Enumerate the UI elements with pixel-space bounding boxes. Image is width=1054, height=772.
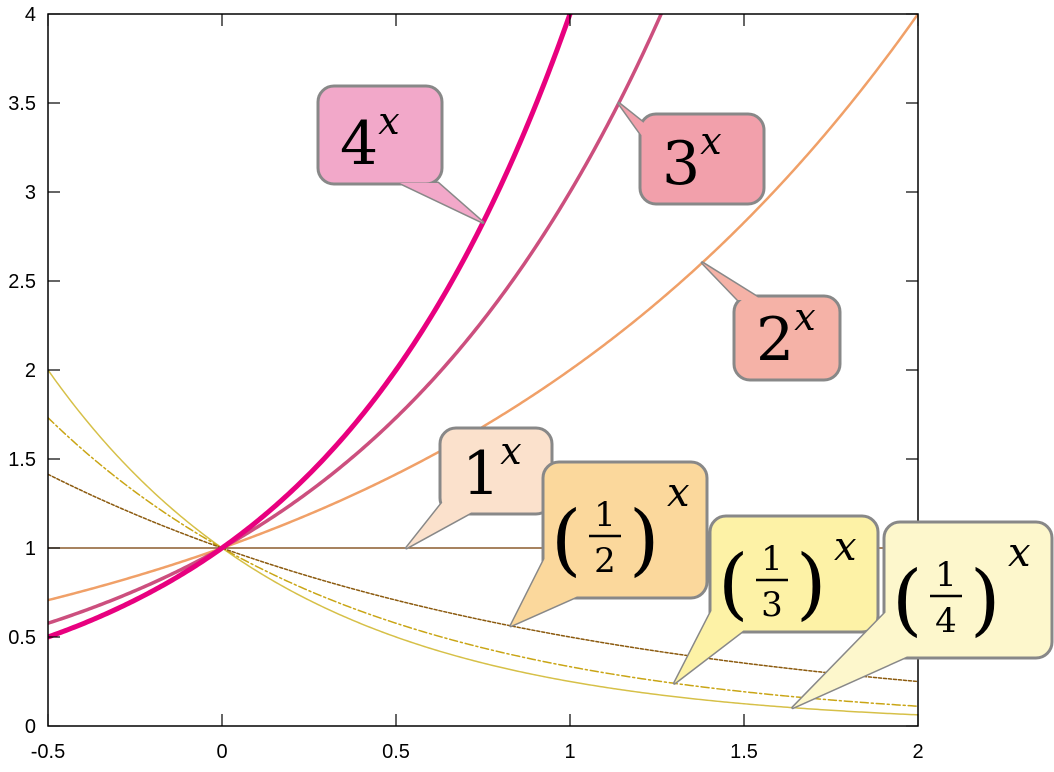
y-tick-label: 1.5	[8, 449, 36, 471]
callout-2x: 2x	[700, 261, 842, 382]
callout-third-x: (1 3)x	[672, 514, 880, 685]
y-tick-label: 1	[25, 538, 36, 560]
series-line-base-0_3333	[48, 416, 918, 707]
callout-paren-right: )	[970, 555, 1000, 645]
series-line-base-3	[48, 14, 664, 625]
x-tick-label: 1.5	[730, 741, 758, 763]
callout-3x: 3x	[617, 101, 766, 206]
callout-numerator: 1	[761, 539, 783, 579]
series-line-base-0_5	[48, 473, 918, 683]
axes: -0.5 0 0.5 1 1.5 2 0 0.5 1 1.5 2 2.5 3 3.5 4	[8, 4, 923, 763]
callout-pointer-fill	[618, 103, 662, 164]
callout-paren-left: (	[551, 495, 581, 585]
callout-box	[882, 520, 1054, 660]
callout-pointer-fill	[674, 606, 744, 684]
callout-pointer-fill	[792, 610, 908, 708]
callout-paren-left: (	[892, 555, 922, 645]
callout-exponent: x	[834, 524, 857, 570]
callout-4x: 4x	[316, 84, 485, 224]
y-tick-label: 3	[25, 182, 36, 204]
callout-numerator: 1	[935, 555, 957, 595]
callout-pointer-fill	[406, 498, 472, 548]
y-tick-label: 2	[25, 360, 36, 382]
callout-1x: 1x	[404, 426, 554, 550]
callout-label: 4x	[340, 99, 400, 179]
callout-box	[708, 514, 880, 634]
callout-pointer-fill	[702, 262, 762, 300]
x-tick-label: -0.5	[31, 741, 65, 763]
callout-label: 1x	[462, 429, 522, 509]
callout-quarter-x: (14)x	[791, 520, 1054, 710]
series-line-base-0_25	[48, 369, 918, 716]
callout-paren-right: )	[629, 495, 659, 585]
x-tick-label: 0	[216, 741, 227, 763]
x-tick-label: 2	[912, 741, 923, 763]
callout-box	[732, 294, 842, 382]
callout-pointer-fill	[510, 552, 578, 626]
callout-label: 2x	[756, 295, 816, 375]
callout-label: 3x	[662, 119, 722, 199]
callout-numerator: 1	[594, 495, 616, 535]
callout-half-x: (1 2)x	[509, 460, 709, 628]
callout-pointer-fill	[400, 183, 483, 223]
y-tick-label: 3.5	[8, 93, 36, 115]
callout-box	[638, 112, 766, 206]
y-tick-label: 2.5	[8, 271, 36, 293]
callout-paren-right: )	[796, 539, 826, 629]
y-tick-label: 4	[25, 4, 36, 26]
y-tick-label: 0.5	[8, 627, 36, 649]
callout-box	[316, 84, 444, 186]
callout-exponent: x	[1008, 530, 1031, 576]
callout-denominator: 2	[594, 541, 616, 581]
x-tick-label: 0.5	[382, 741, 410, 763]
callout-paren-left: (	[718, 539, 748, 629]
callout-denominator: 3	[761, 585, 783, 625]
callout-box	[541, 460, 709, 600]
x-tick-label: 1	[564, 741, 575, 763]
callout-denominator: 4	[935, 601, 957, 641]
callout-exponent: x	[667, 470, 690, 516]
y-tick-label: 0	[25, 716, 36, 738]
